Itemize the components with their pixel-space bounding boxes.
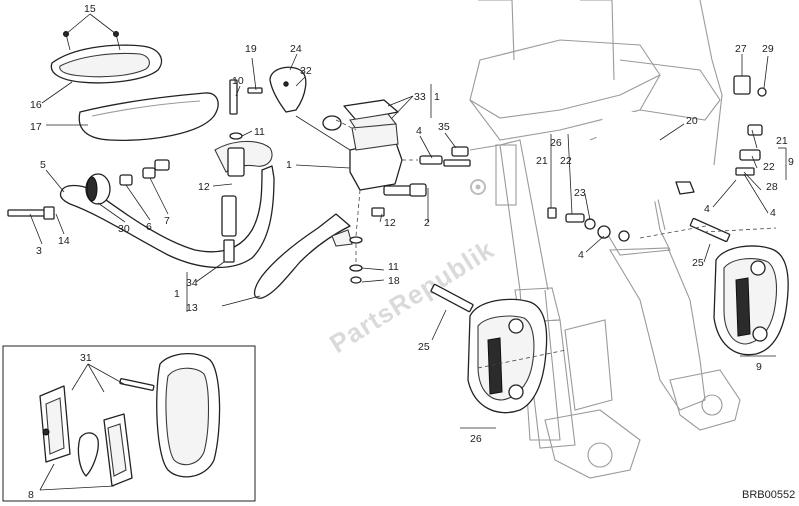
callout-26-bottom: 26 <box>470 433 482 445</box>
callout-9-bottom: 9 <box>756 361 762 373</box>
callout-2: 2 <box>424 217 430 229</box>
guard-mount-post <box>221 79 245 263</box>
callout-8: 8 <box>28 489 34 501</box>
mirror-mount-bracket <box>247 66 307 113</box>
brake-lever <box>253 213 353 299</box>
brake-pad-set <box>39 385 133 487</box>
callout-19: 19 <box>245 43 257 55</box>
left-brake-caliper <box>430 283 548 414</box>
callout-33: 33 <box>414 91 426 103</box>
callout-4-hose: 4 <box>578 249 584 261</box>
callout-5: 5 <box>40 159 46 171</box>
callout-26-top: 26 <box>550 137 562 149</box>
brake-hose <box>593 110 686 229</box>
hand-guard-bolt <box>7 206 55 220</box>
callout-1-lower: 1 <box>174 288 180 300</box>
banjo-fittings <box>547 75 767 242</box>
callout-11-left: 11 <box>254 126 265 138</box>
callout-21-right: 21 <box>776 135 788 147</box>
callout-4-right-b: 4 <box>770 207 776 219</box>
handguard-shell <box>78 92 219 141</box>
callout-16: 16 <box>30 99 42 111</box>
callout-14: 14 <box>58 235 70 247</box>
callout-31: 31 <box>80 352 92 364</box>
callout-25-left: 25 <box>418 341 430 353</box>
master-cylinder-body <box>349 123 427 197</box>
callout-10: 10 <box>232 75 244 87</box>
drawing-code: BRB00552 <box>742 489 795 501</box>
callout-35: 35 <box>438 121 450 133</box>
callout-9-top: 9 <box>788 156 794 168</box>
callout-25-right: 25 <box>692 257 704 269</box>
callout-7: 7 <box>164 215 170 227</box>
callout-28: 28 <box>766 181 778 193</box>
callout-17: 17 <box>30 121 42 133</box>
callout-20: 20 <box>686 115 698 127</box>
callout-1-top: 1 <box>434 91 440 103</box>
callout-27: 27 <box>735 43 747 55</box>
brake-light-switch <box>419 146 471 167</box>
bar-end-weight <box>85 173 111 205</box>
callout-34: 34 <box>186 277 198 289</box>
callout-23: 23 <box>574 187 586 199</box>
callout-1-mid: 1 <box>286 159 292 171</box>
callout-30: 30 <box>118 223 130 235</box>
callout-13: 13 <box>186 302 198 314</box>
callout-12-left: 12 <box>198 181 210 193</box>
callout-24: 24 <box>290 43 302 55</box>
callout-29: 29 <box>762 43 774 55</box>
callout-3: 3 <box>36 245 42 257</box>
callout-labels: 15 16 17 5 3 14 30 6 7 10 11 12 34 1 13 … <box>28 3 794 501</box>
lever-pivot-hardware <box>349 207 385 284</box>
gear-icon <box>470 179 486 195</box>
hand-guard-cover <box>50 44 163 84</box>
callout-11-right: 11 <box>388 261 399 273</box>
spacer-parts <box>119 159 170 186</box>
leader-lines <box>29 13 787 491</box>
callout-12-right: 12 <box>384 217 396 229</box>
callout-4-switch: 4 <box>416 125 422 137</box>
callout-22-right: 22 <box>763 161 775 173</box>
callout-6: 6 <box>146 221 152 233</box>
callout-4-right-a: 4 <box>704 203 710 215</box>
callout-21-left: 21 <box>536 155 548 167</box>
callout-22-left: 22 <box>560 155 572 167</box>
brake-pad-detail-box <box>2 345 256 502</box>
callout-18: 18 <box>388 275 400 287</box>
callout-15: 15 <box>84 3 96 15</box>
right-brake-caliper <box>689 217 789 356</box>
callout-32: 32 <box>300 65 312 77</box>
caliper-detail <box>119 353 221 478</box>
